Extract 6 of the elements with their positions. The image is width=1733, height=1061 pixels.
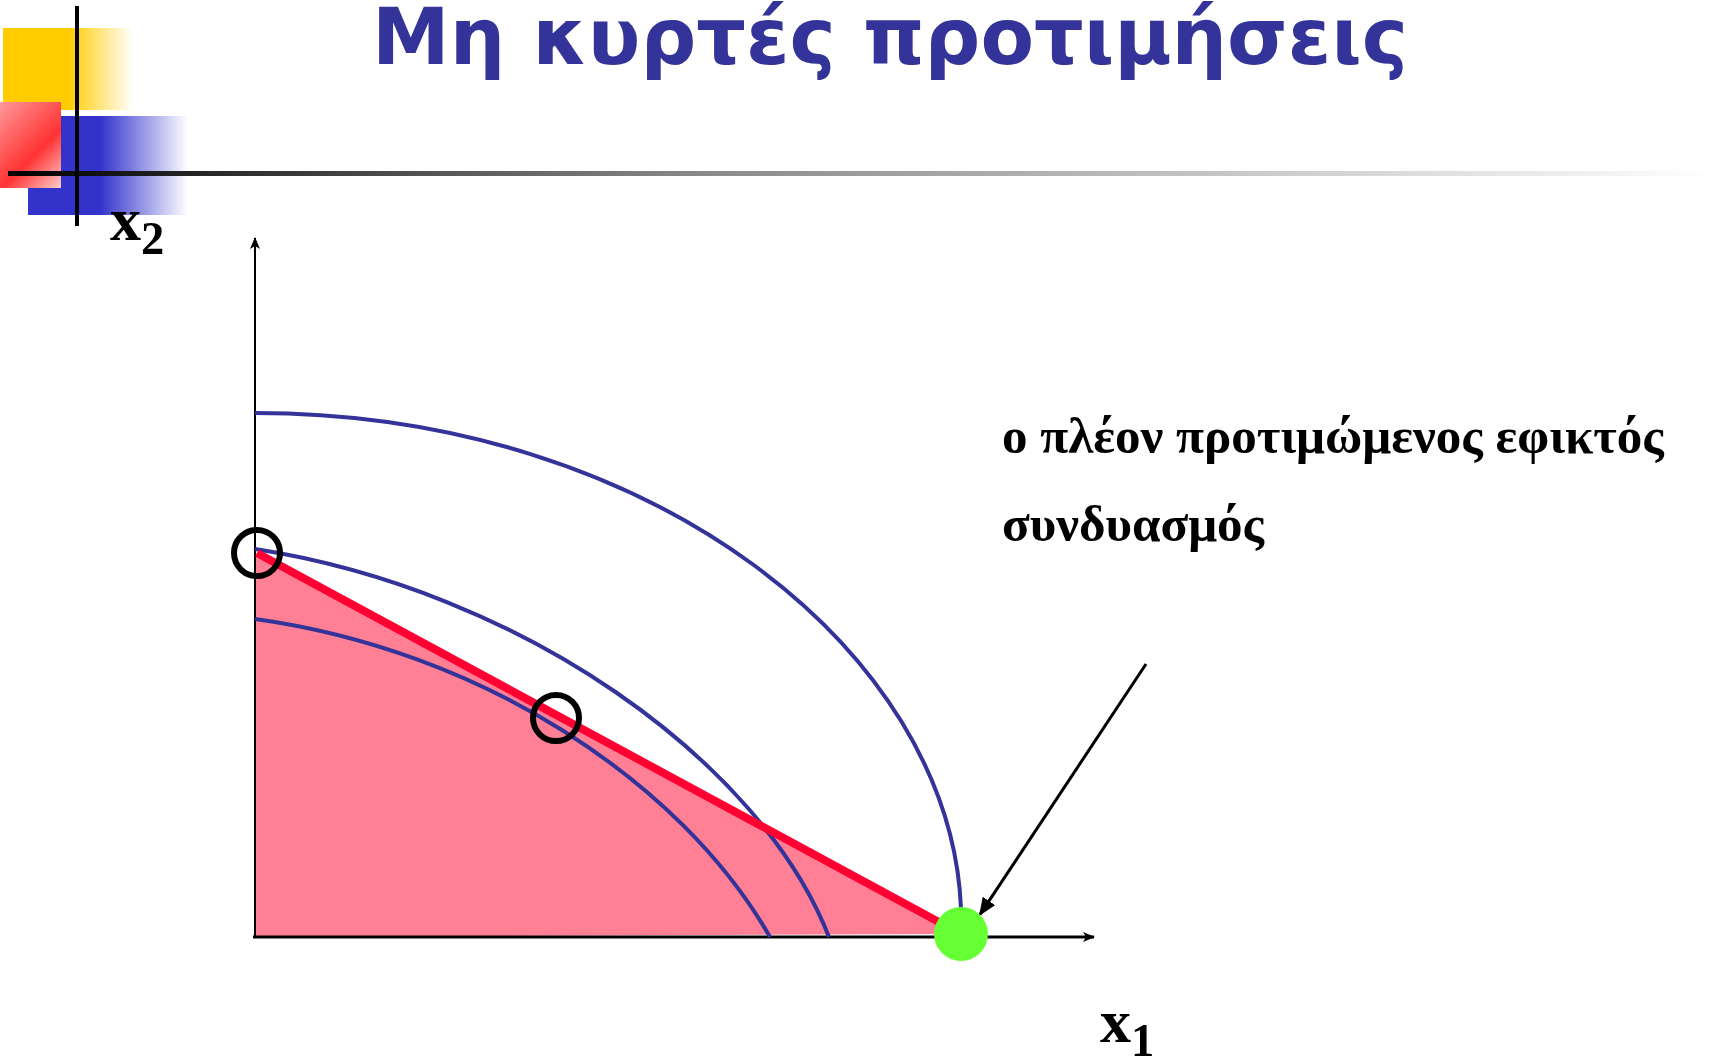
annotation-text: ο πλέον προτιμώμενος εφικτός συνδυασμός	[1002, 392, 1722, 568]
slide-title: Μη κυρτές προτιμήσεις	[371, 0, 1409, 82]
optimal-point	[934, 907, 988, 961]
axis-label: x$_{2}$	[110, 188, 165, 263]
arrow	[978, 663, 1148, 916]
axis-label: x$_{1}$	[1100, 990, 1155, 1061]
